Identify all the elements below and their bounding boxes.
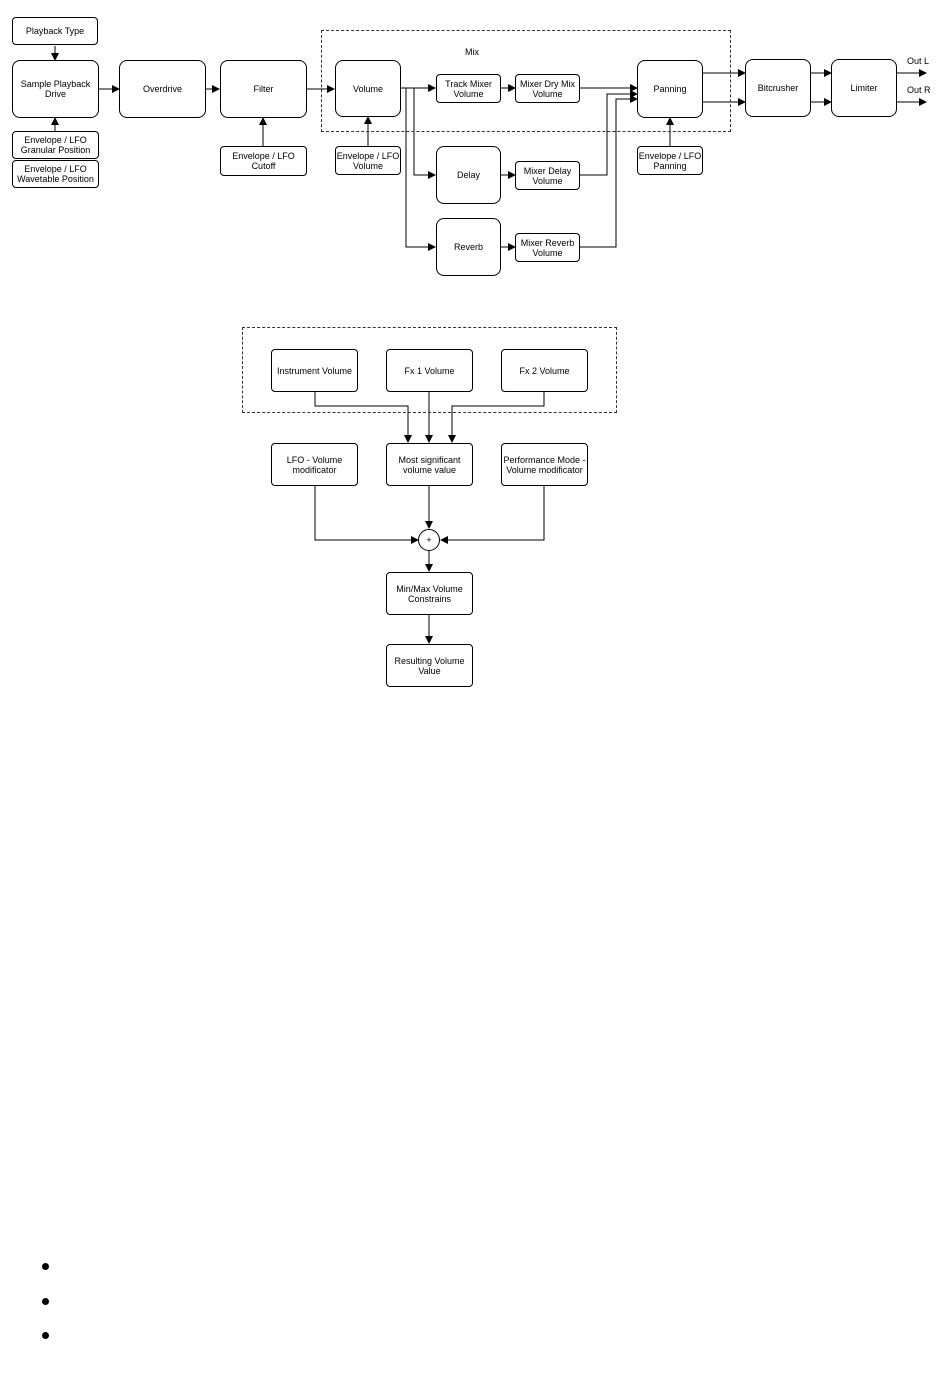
mixer-delay-volume-box: Mixer Delay Volume — [515, 161, 580, 190]
filter-box: Filter — [220, 60, 307, 118]
sample-playback-drive-box: Sample Playback Drive — [12, 60, 99, 118]
reverb-box: Reverb — [436, 218, 501, 276]
playback-type-box: Playback Type — [12, 17, 98, 45]
volume-box: Volume — [335, 60, 401, 117]
performance-mode-modificator-box: Performance Mode - Volume modificator — [501, 443, 588, 486]
instrument-volume-box: Instrument Volume — [271, 349, 358, 392]
mix-group-frame — [321, 30, 731, 132]
most-significant-volume-box: Most significant volume value — [386, 443, 473, 486]
limiter-box: Limiter — [831, 59, 897, 117]
overdrive-box: Overdrive — [119, 60, 206, 118]
delay-box: Delay — [436, 146, 501, 204]
out-r-label: Out R — [907, 85, 931, 95]
env-lfo-volume-box: Envelope / LFO Volume — [335, 146, 401, 175]
fx2-volume-box: Fx 2 Volume — [501, 349, 588, 392]
bullet-item-3 — [42, 1332, 49, 1339]
min-max-constrains-box: Min/Max Volume Constrains — [386, 572, 473, 615]
env-lfo-cutoff-box: Envelope / LFO Cutoff — [220, 146, 307, 176]
track-mixer-volume-box: Track Mixer Volume — [436, 74, 501, 103]
mixer-dry-mix-volume-box: Mixer Dry Mix Volume — [515, 74, 580, 103]
volume-sources-frame — [242, 327, 617, 413]
sum-node: + — [418, 529, 440, 551]
mix-group-label: Mix — [465, 47, 479, 57]
resulting-volume-box: Resulting Volume Value — [386, 644, 473, 687]
fx1-volume-box: Fx 1 Volume — [386, 349, 473, 392]
out-l-label: Out L — [907, 56, 930, 66]
bullet-item-2 — [42, 1298, 49, 1305]
env-lfo-panning-box: Envelope / LFO Panning — [637, 146, 703, 175]
mixer-reverb-volume-box: Mixer Reverb Volume — [515, 233, 580, 262]
bitcrusher-box: Bitcrusher — [745, 59, 811, 117]
lfo-volume-modificator-box: LFO - Volume modificator — [271, 443, 358, 486]
env-lfo-wavetable-box: Envelope / LFO Wavetable Position — [12, 160, 99, 188]
env-lfo-granular-box: Envelope / LFO Granular Position — [12, 131, 99, 159]
panning-box: Panning — [637, 60, 703, 118]
bullet-item-1 — [42, 1263, 49, 1270]
